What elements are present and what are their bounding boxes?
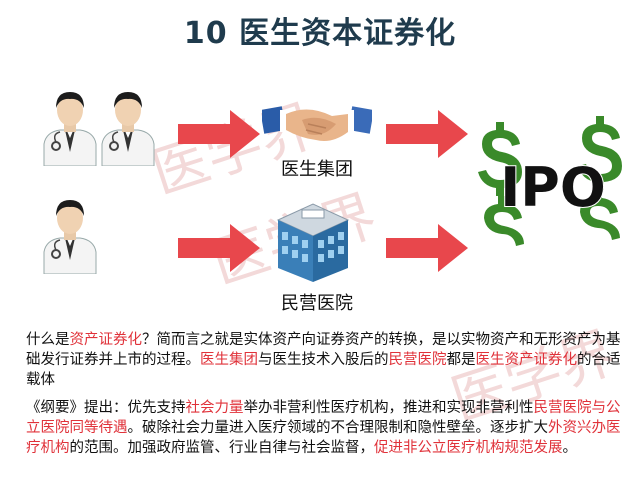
text: 与医生技术入股后的 xyxy=(258,352,389,368)
text: 什么是 xyxy=(26,332,70,348)
highlight: 外资兴办医疗机构 xyxy=(26,420,621,456)
highlight: 医生集团 xyxy=(200,352,258,368)
doctor-icon xyxy=(101,92,155,166)
highlight: 民营医院与公立医院同等待遇 xyxy=(26,400,621,436)
doctor-icon xyxy=(43,200,97,274)
text: 。破除社会力量进入医疗领域的不合理限制和隐性壁垒。逐步扩大 xyxy=(127,420,549,436)
arrow-right-icon xyxy=(386,110,468,158)
text: ？简而言之就是实体资产向证券资产的转换，是以实物资产和无形资产为基础发行证券并上… xyxy=(26,332,621,368)
label-doctor-group: 医生集团 xyxy=(281,159,353,180)
paragraph-asset-securitization: 什么是资产证券化？简而言之就是实体资产向证券资产的转换，是以实物资产和无形资产为… xyxy=(26,330,622,390)
text: 举办非营利性医疗机构，推进和实现非营利性 xyxy=(243,400,534,416)
page-title: 10 医生资本证券化 xyxy=(183,16,457,51)
doctor-icon xyxy=(43,92,97,166)
text: 《纲要》提出：优先支持 xyxy=(26,400,186,416)
arrow-right-icon xyxy=(178,224,260,272)
handshake-icon xyxy=(262,106,372,141)
text: 的合适载体 xyxy=(26,352,621,388)
highlight: 社会力量 xyxy=(185,400,244,416)
arrow-right-icon xyxy=(178,110,260,158)
ipo-money-icon: IPO xyxy=(478,116,622,246)
arrow-right-icon xyxy=(386,224,468,272)
ipo-label: IPO xyxy=(500,156,606,219)
highlight: 民营医院 xyxy=(388,352,447,368)
text: 都是 xyxy=(446,352,476,368)
hospital-building-icon xyxy=(276,203,350,282)
paragraph-outline-policy: 《纲要》提出：优先支持社会力量举办非营利性医疗机构，推进和实现非营利性民营医院与… xyxy=(26,398,622,458)
highlight: 资产证券化 xyxy=(69,332,143,348)
label-private-hospital: 民营医院 xyxy=(281,293,353,314)
text: 的范围。加强政府监管、行业自律与社会监督， xyxy=(69,440,375,456)
highlight: 医生资产证券化 xyxy=(475,352,578,368)
highlight: 促进非公立医疗机构规范发展 xyxy=(374,440,563,456)
text: 。 xyxy=(562,440,578,456)
